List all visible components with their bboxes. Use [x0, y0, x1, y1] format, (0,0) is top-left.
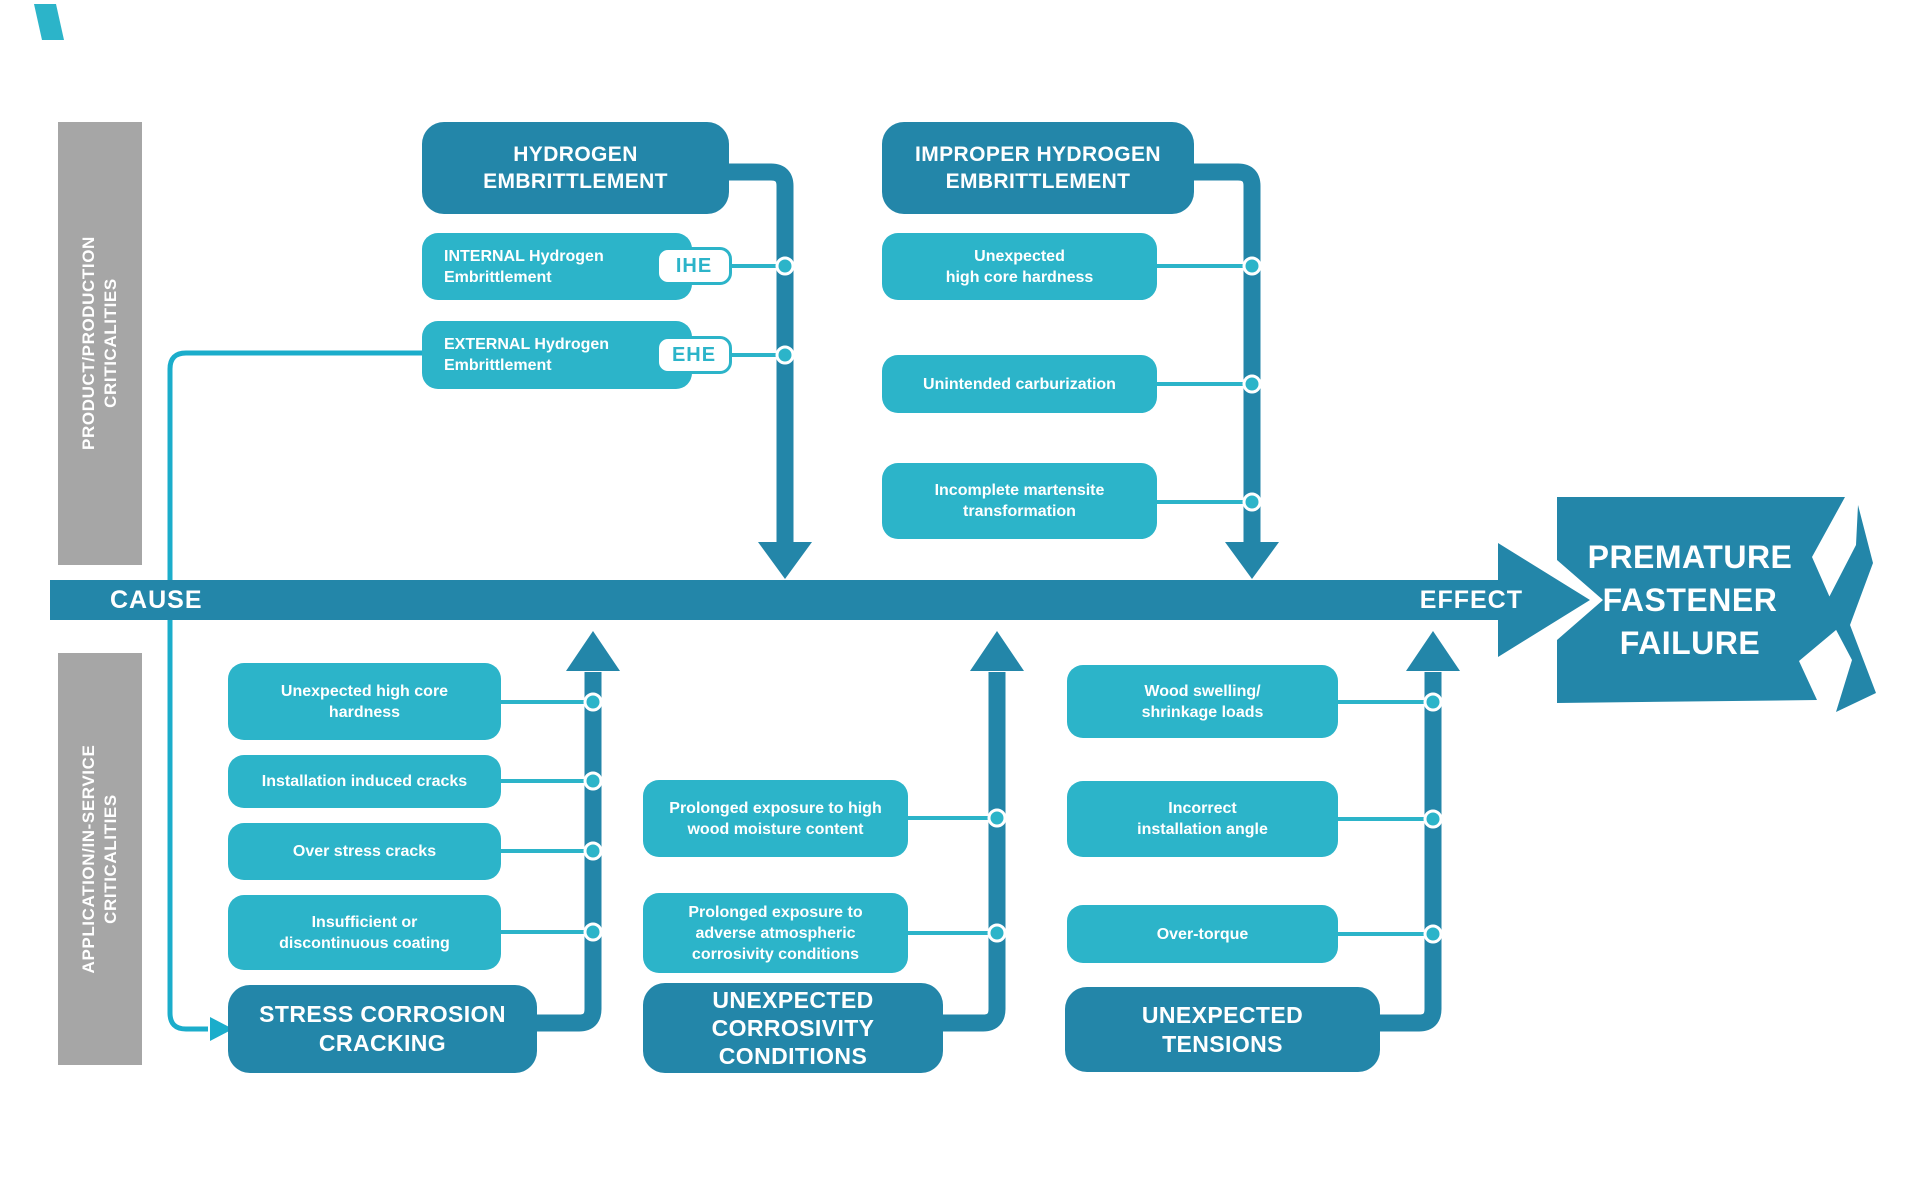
cause-item-over-torque: Over-torque — [1067, 905, 1338, 963]
criticality-bar-bottom — [58, 653, 142, 1065]
cause-item-over-stress-cracks: Over stress cracks — [228, 823, 501, 880]
spine-tensions — [1374, 672, 1442, 1032]
criticality-bar-top — [58, 122, 142, 565]
failure-box — [1557, 497, 1845, 703]
ihe-badge: IHE — [656, 247, 732, 285]
ehe-badge: EHE — [656, 336, 732, 374]
up-arrow-tensions — [1406, 631, 1460, 671]
cause-effect-arrow — [50, 543, 1590, 657]
down-arrow-improper-hydrogen — [1225, 542, 1279, 579]
cause-item-incorrect-angle: Incorrect installation angle — [1067, 781, 1338, 857]
feeder-arrowhead — [210, 1017, 233, 1041]
failure-label: PREMATURE FASTENER FAILURE — [1587, 538, 1793, 661]
cause-item-external-he: EXTERNAL Hydrogen Embrittlement — [422, 321, 692, 389]
cause-item-incomplete-martensite: Incomplete martensite transformation — [882, 463, 1157, 539]
effect-label: EFFECT — [1419, 586, 1523, 614]
cause-item-wood-moisture: Prolonged exposure to high wood moisture… — [643, 780, 908, 857]
criticality-label-top: PRODUCT/PRODUCTION CRITICALITIES — [79, 236, 120, 450]
cause-item-insufficient-coating: Insufficient or discontinuous coating — [228, 895, 501, 970]
feeder-line — [167, 350, 422, 1032]
item-connectors — [495, 264, 1433, 936]
cause-label: CAUSE — [110, 586, 203, 614]
criticality-label-bottom: APPLICATION/IN-SERVICE CRITICALITIES — [79, 744, 120, 974]
header-improper-hydrogen-embrittlement: IMPROPER HYDROGEN EMBRITTLEMENT — [882, 122, 1194, 214]
spine-improper-hydrogen — [1186, 163, 1261, 546]
spine-stress-corrosion — [532, 672, 602, 1032]
header-unexpected-corrosivity: UNEXPECTED CORROSIVITY CONDITIONS — [643, 983, 943, 1073]
cause-item-atmospheric-corrosivity: Prolonged exposure to adverse atmospheri… — [643, 893, 908, 973]
header-hydrogen-embrittlement: HYDROGEN EMBRITTLEMENT — [422, 122, 729, 214]
up-arrow-stress-corrosion — [566, 631, 620, 671]
cause-item-installation-cracks: Installation induced cracks — [228, 755, 501, 808]
header-unexpected-tensions: UNEXPECTED TENSIONS — [1065, 987, 1380, 1072]
cause-item-unexpected-hardness-bottom: Unexpected high core hardness — [228, 663, 501, 740]
cause-item-wood-swelling: Wood swelling/ shrinkage loads — [1067, 665, 1338, 738]
cause-item-internal-he: INTERNAL Hydrogen Embrittlement — [422, 233, 692, 300]
header-stress-corrosion-cracking: STRESS CORROSION CRACKING — [228, 985, 537, 1073]
cause-item-unexpected-hardness-top: Unexpected high core hardness — [882, 233, 1157, 300]
spine-corrosivity — [938, 672, 1006, 1032]
failure-box-shard — [1824, 505, 1876, 712]
down-arrow-hydrogen — [758, 542, 812, 579]
spine-hydrogen — [720, 163, 794, 546]
cause-item-unintended-carburization: Unintended carburization — [882, 355, 1157, 413]
up-arrow-corrosivity — [970, 631, 1024, 671]
corner-logo-fragment — [34, 4, 64, 40]
connector-nodes — [583, 256, 1443, 944]
